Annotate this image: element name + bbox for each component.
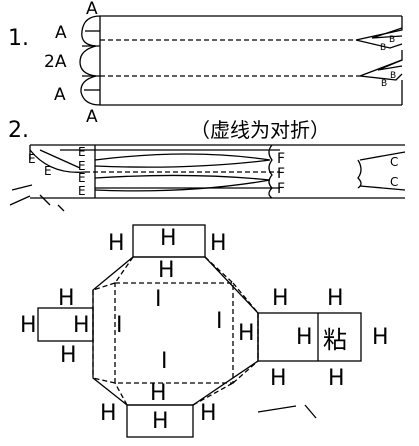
label-e-4: E [78,159,86,173]
label-h-3: H [210,231,227,256]
step2-strip [9,144,406,212]
glue-label: 粘 [323,326,347,354]
label-2a: 2A [44,52,67,72]
label-b-1: B [389,35,395,45]
label-e-5: E [78,171,86,185]
label-h-18: H [200,401,217,426]
label-b-4: B [381,79,387,89]
label-c-2: C [390,175,398,189]
label-a-lower: A [54,85,66,105]
label-e-1: E [28,152,36,166]
label-h-4: H [158,258,175,283]
label-h-8: H [60,343,77,368]
label-h-1: H [108,231,125,256]
label-h-6: H [20,313,37,338]
label-i-4: I [161,349,168,374]
label-e-2: E [44,164,52,178]
label-c-1: C [390,155,398,169]
step2-letters: E E E E E E F F F C C [28,145,398,198]
step1-strip [79,15,403,106]
label-h-2: H [160,226,177,251]
label-h-11: H [238,321,255,346]
label-a-bottom: A [86,107,98,127]
label-f-3: F [277,181,285,197]
label-a-upper: A [55,23,67,43]
label-h-17: H [150,381,167,406]
step2-number: 2. [8,118,29,143]
label-h-15: H [328,366,345,391]
label-h-12: H [296,325,313,350]
label-h-19: H [152,409,169,434]
label-h-7: H [73,313,90,338]
label-h-16: H [100,401,117,426]
label-i-3: I [216,309,223,334]
step-labels: 1. 2. （虚线为对折） [8,26,330,143]
step2-note: （虚线为对折） [190,118,330,142]
label-h-14: H [270,366,287,391]
label-b-3: B [390,71,396,81]
label-i-2: I [116,313,123,338]
label-e-6: E [78,184,86,198]
step1-number: 1. [8,26,29,51]
label-h-9: H [272,286,289,311]
label-i-1: I [155,287,162,312]
label-h-5: H [58,286,75,311]
label-f-2: F [277,166,285,182]
step1-letters: A A 2A A A B B B B [44,0,396,127]
label-a-top: A [86,0,98,19]
label-h-13: H [372,325,389,350]
label-f-1: F [277,151,285,167]
label-b-2: B [380,43,386,53]
label-h-10: H [327,286,344,311]
box-net [37,224,362,438]
net-letters: H H H H H H H H H H H H H H H H H H H I … [20,226,389,434]
label-e-3: E [78,145,86,159]
